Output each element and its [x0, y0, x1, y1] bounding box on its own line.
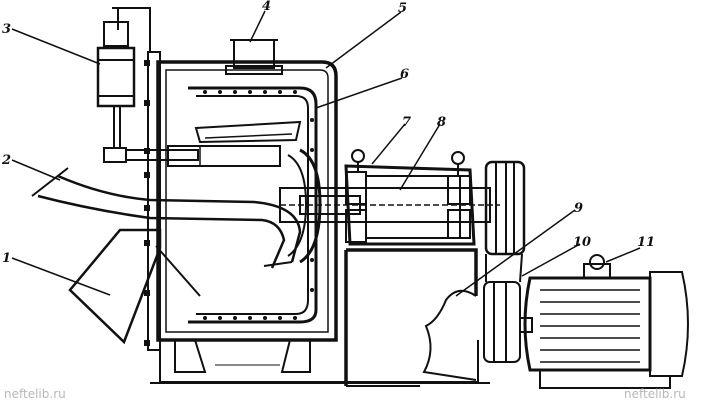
watermark-right: neftelib.ru	[624, 387, 686, 401]
drive-pulley	[483, 160, 526, 363]
basket-rivets	[203, 90, 314, 320]
callout-1: 1	[2, 251, 11, 266]
watermark-left: neftelib.ru	[4, 387, 66, 401]
callout-8: 8	[437, 115, 446, 130]
machine-base	[150, 339, 490, 384]
top-outlet-pipe	[225, 39, 283, 75]
callout-6: 6	[400, 67, 409, 82]
discharge-chute	[68, 228, 201, 345]
feed-pipe	[31, 167, 302, 269]
rotor-basket	[188, 86, 322, 324]
callout-4: 4	[262, 0, 271, 14]
pedestal	[344, 248, 478, 387]
callout-labels: 1 2 3 4 5 6 7 8 9 10 11	[1, 0, 655, 266]
callout-2: 2	[1, 153, 11, 168]
callout-11: 11	[637, 235, 655, 250]
hydraulic-cylinder	[96, 7, 281, 167]
callout-3: 3	[2, 22, 11, 37]
leader-lines	[11, 10, 641, 297]
scraper-plough	[194, 120, 302, 144]
electric-motor	[519, 254, 689, 389]
callout-9: 9	[574, 201, 583, 216]
callout-5: 5	[398, 1, 407, 16]
bearing-housing	[344, 149, 476, 246]
callout-7: 7	[402, 115, 411, 130]
callout-10: 10	[573, 235, 591, 250]
